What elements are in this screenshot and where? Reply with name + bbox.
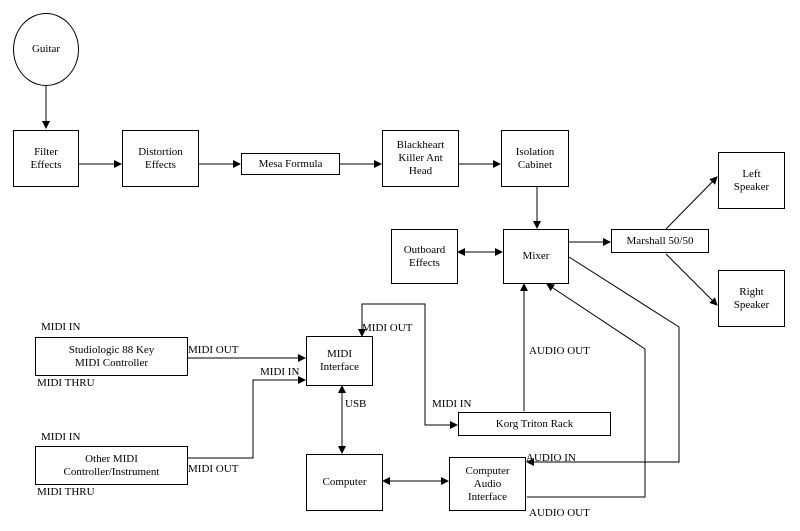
korg-triton-node: Korg Triton Rack — [458, 412, 611, 436]
mesa-formula-node: Mesa Formula — [241, 153, 340, 175]
guitar-node: Guitar — [13, 13, 79, 86]
arrow-mixer-to-audio-in — [526, 256, 680, 466]
midi-out-label: MIDI OUT — [188, 463, 239, 475]
midi-thru-label: MIDI THRU — [37, 377, 95, 389]
mixer-node: Mixer — [503, 229, 569, 284]
midi-in-label: MIDI IN — [41, 321, 81, 333]
korg-midi-in-label: MIDI IN — [432, 398, 472, 410]
computer-audio-interface-node: Computer Audio Interface — [449, 457, 526, 511]
midi-thru-label: MIDI THRU — [37, 486, 95, 498]
midi-out-label: MIDI OUT — [188, 344, 239, 356]
filter-effects-node: Filter Effects — [13, 130, 79, 187]
midi-interface-node: MIDI Interface — [306, 336, 373, 386]
other-midi-node: Other MIDI Controller/Instrument — [35, 446, 188, 485]
usb-label: USB — [345, 398, 367, 410]
right-speaker-node: Right Speaker — [718, 270, 785, 327]
midi-interface-out-label: MIDI OUT — [362, 322, 413, 334]
audio-in-label: AUDIO IN — [526, 452, 576, 464]
blackheart-node: Blackheart Killer Ant Head — [382, 130, 459, 187]
korg-audio-out-label: AUDIO OUT — [529, 345, 590, 357]
arrow-midi-interface-to-korg — [358, 303, 458, 429]
midi-interface-in-label: MIDI IN — [260, 366, 300, 378]
marshall-node: Marshall 50/50 — [611, 229, 709, 253]
audio-out-label: AUDIO OUT — [529, 507, 590, 519]
studiologic-node: Studiologic 88 Key MIDI Controller — [35, 337, 188, 376]
left-speaker-node: Left Speaker — [718, 152, 785, 209]
arrow-audio-out-to-mixer — [527, 283, 646, 498]
arrow-marshall-to-left-speaker — [665, 176, 718, 230]
distortion-effects-node: Distortion Effects — [122, 130, 199, 187]
arrow-other-midi-to-midi-interface — [188, 376, 306, 459]
computer-node: Computer — [306, 454, 383, 511]
midi-in-label: MIDI IN — [41, 431, 81, 443]
isolation-cabinet-node: Isolation Cabinet — [501, 130, 569, 187]
arrow-marshall-to-right-speaker — [665, 253, 718, 306]
outboard-effects-node: Outboard Effects — [391, 229, 458, 284]
